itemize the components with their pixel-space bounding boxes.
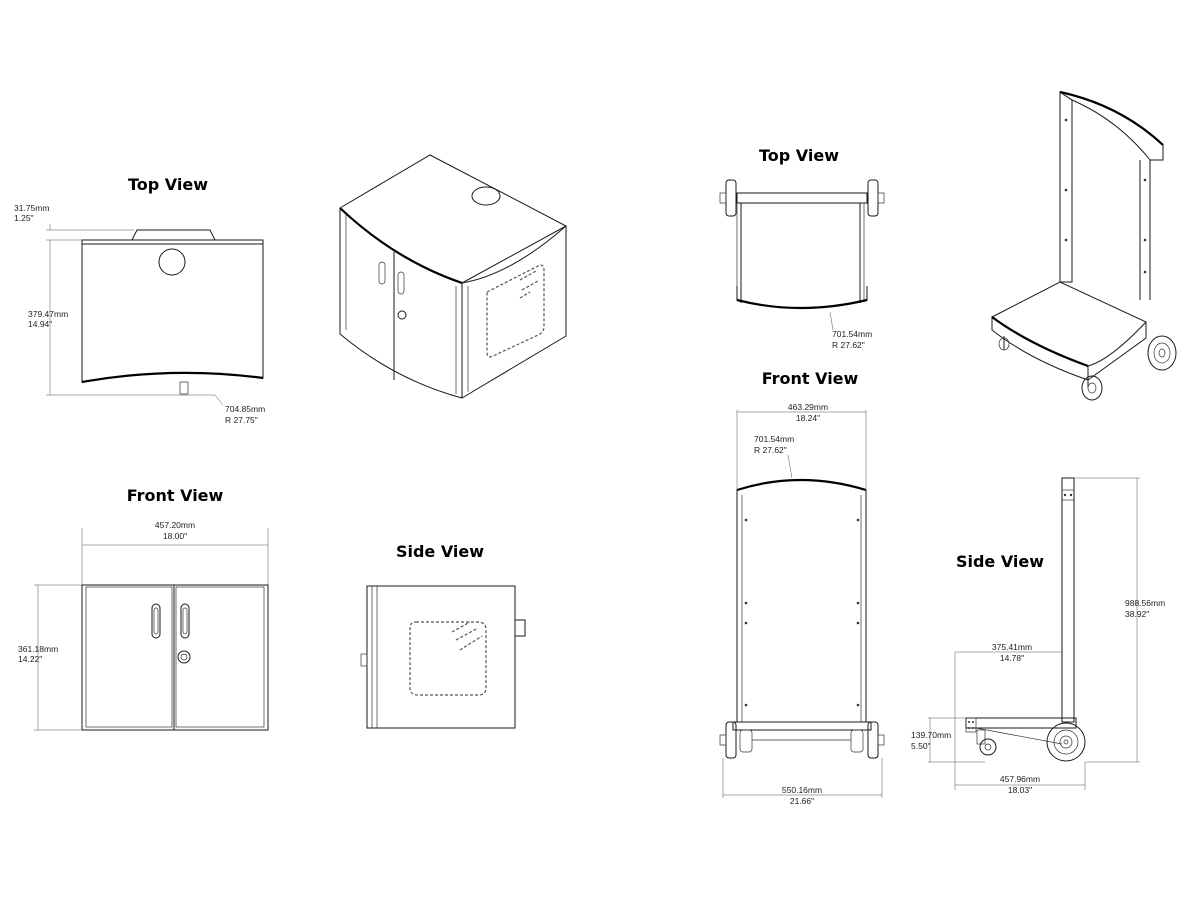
dim-cab-top-offset-in: 1.25" bbox=[14, 213, 34, 223]
cabinet-front-view-title: Front View bbox=[127, 486, 224, 505]
cabinet-isometric-view bbox=[339, 154, 567, 399]
dim-cart-front-base-in: 21.66" bbox=[790, 796, 814, 806]
dim-cart-side-reach-in: 14.78" bbox=[1000, 653, 1024, 663]
dim-cab-top-depth-mm: 379.47mm bbox=[28, 309, 68, 319]
cart-isometric-view bbox=[991, 90, 1177, 401]
dim-cab-top-radius-mm: 704.85mm bbox=[225, 404, 265, 414]
dim-cart-front-radius-in: R 27.62" bbox=[754, 445, 787, 455]
cart-front-view: Front View 463.29mm 18.24" 701.54mm R 2 bbox=[719, 369, 885, 806]
dim-cart-front-width-in: 18.24" bbox=[796, 413, 820, 423]
cabinet-front-view: Front View 457.20mm 18.00" 361.18mm 14.2… bbox=[18, 486, 269, 731]
dim-cart-top-radius-in: R 27.62" bbox=[832, 340, 865, 350]
dim-cart-side-reach-mm: 375.41mm bbox=[992, 642, 1032, 652]
dim-cart-side-deck-in: 5.50" bbox=[911, 741, 931, 751]
lock-icon bbox=[177, 650, 191, 664]
cart-side-view: Side View 988.56mm 38.92" bbox=[911, 477, 1165, 795]
dim-cab-front-width-mm: 457.20mm bbox=[155, 520, 195, 530]
dim-cart-side-height-mm: 988.56mm bbox=[1125, 598, 1165, 608]
dim-cab-front-height-in: 14.22" bbox=[18, 654, 42, 664]
cabinet-top-view: Top View 31.75mm 1.25" 379.47mm 14.94" 7… bbox=[14, 175, 265, 425]
cabinet-top-view-title: Top View bbox=[128, 175, 208, 194]
dim-cart-front-radius-mm: 701.54mm bbox=[754, 434, 794, 444]
cable-port-icon bbox=[158, 248, 186, 276]
dim-cab-front-width-in: 18.00" bbox=[163, 531, 187, 541]
dim-cab-top-offset-mm: 31.75mm bbox=[14, 203, 49, 213]
dim-cart-front-base-mm: 550.16mm bbox=[782, 785, 822, 795]
cart-side-view-title: Side View bbox=[956, 552, 1044, 571]
cart-top-view-title: Top View bbox=[759, 146, 839, 165]
dim-cart-top-radius-mm: 701.54mm bbox=[832, 329, 872, 339]
dim-cart-side-height-in: 38.92" bbox=[1125, 609, 1149, 619]
dim-cart-side-base-mm: 457.96mm bbox=[1000, 774, 1040, 784]
cabinet-side-view: Side View bbox=[360, 542, 526, 729]
cart-top-view: Top View 701.54mm R 27.62" bbox=[719, 146, 885, 350]
cart-front-view-title: Front View bbox=[762, 369, 859, 388]
dim-cart-side-deck-mm: 139.70mm bbox=[911, 730, 951, 740]
dim-cart-front-width-mm: 463.29mm bbox=[788, 402, 828, 412]
dim-cart-side-base-in: 18.03" bbox=[1008, 785, 1032, 795]
dim-cab-top-radius-in: R 27.75" bbox=[225, 415, 258, 425]
dim-cab-front-height-mm: 361.18mm bbox=[18, 644, 58, 654]
dim-cab-top-depth-in: 14.94" bbox=[28, 319, 52, 329]
cable-port-icon bbox=[471, 186, 501, 206]
cabinet-side-view-title: Side View bbox=[396, 542, 484, 561]
